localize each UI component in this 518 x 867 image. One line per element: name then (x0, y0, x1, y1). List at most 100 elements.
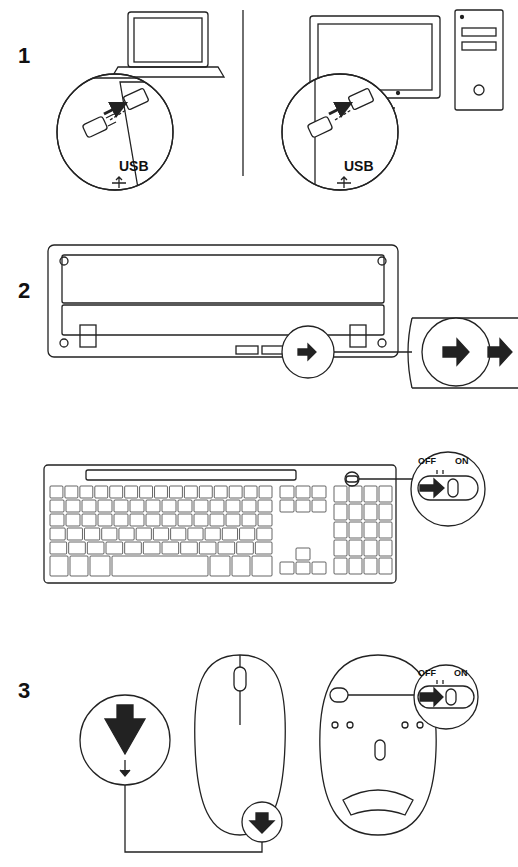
switch-label: OFF (418, 669, 436, 678)
key (140, 486, 153, 498)
key (136, 528, 151, 540)
usb-insert-zoom (40, 74, 190, 200)
key (214, 486, 227, 498)
key (258, 514, 272, 526)
key (178, 514, 192, 526)
key (194, 514, 208, 526)
key (50, 486, 63, 498)
key (162, 500, 176, 512)
key (169, 486, 182, 498)
key (67, 528, 82, 540)
key (379, 558, 392, 574)
key (153, 528, 168, 540)
switch-label: ON (454, 669, 468, 678)
key (210, 556, 230, 576)
switch-label: OFF (418, 457, 436, 466)
key (66, 500, 80, 512)
key (312, 486, 326, 498)
keyboard (44, 465, 396, 583)
key (90, 556, 110, 576)
key (242, 514, 256, 526)
key (349, 504, 362, 520)
key (146, 514, 160, 526)
key (364, 540, 377, 556)
key (130, 500, 144, 512)
usb-insert-zoom (282, 70, 398, 200)
key (226, 500, 240, 512)
key (349, 558, 362, 574)
key (119, 528, 134, 540)
key (130, 514, 144, 526)
switch-label: ON (455, 457, 469, 466)
key (349, 522, 362, 538)
key (178, 500, 192, 512)
key (50, 500, 64, 512)
key (114, 514, 128, 526)
key (184, 486, 197, 498)
key (237, 542, 254, 554)
key (210, 500, 224, 512)
key (106, 542, 123, 554)
key (65, 486, 78, 498)
key (162, 542, 179, 554)
port-label: USB (344, 159, 374, 173)
key (379, 504, 392, 520)
mouse (195, 655, 286, 842)
key (242, 500, 256, 512)
divider (242, 10, 243, 176)
key (222, 528, 237, 540)
key (379, 540, 392, 556)
key (280, 562, 294, 574)
key (349, 540, 362, 556)
key (70, 556, 88, 576)
key (312, 562, 326, 574)
key (125, 486, 138, 498)
keyboard-underside (48, 245, 398, 357)
key (50, 528, 65, 540)
key (210, 514, 224, 526)
key (296, 500, 310, 512)
key (112, 556, 208, 576)
key (143, 542, 160, 554)
key (87, 542, 104, 554)
key (50, 514, 64, 526)
key (334, 504, 347, 520)
key (188, 528, 203, 540)
key (125, 542, 142, 554)
key (244, 486, 257, 498)
step-number: 2 (18, 280, 30, 302)
key (349, 486, 362, 502)
key (379, 522, 392, 538)
key (199, 486, 212, 498)
key (334, 558, 347, 574)
key (226, 514, 240, 526)
key (162, 514, 176, 526)
key (218, 542, 235, 554)
key (66, 514, 80, 526)
key (84, 528, 99, 540)
key (334, 540, 347, 556)
key (334, 522, 347, 538)
key (110, 486, 123, 498)
key (98, 514, 112, 526)
key (312, 500, 326, 512)
key (82, 514, 96, 526)
key (155, 486, 168, 498)
key (114, 500, 128, 512)
key (69, 542, 86, 554)
key (82, 500, 96, 512)
key (98, 500, 112, 512)
key (280, 500, 294, 512)
key (171, 528, 186, 540)
key (199, 542, 216, 554)
key (252, 556, 272, 576)
key (364, 504, 377, 520)
keyboard-power-switch-zoom (359, 452, 485, 526)
key (259, 486, 272, 498)
key (50, 556, 68, 576)
key (95, 486, 108, 498)
key (102, 528, 117, 540)
key (205, 528, 220, 540)
port-label: USB (119, 159, 149, 173)
